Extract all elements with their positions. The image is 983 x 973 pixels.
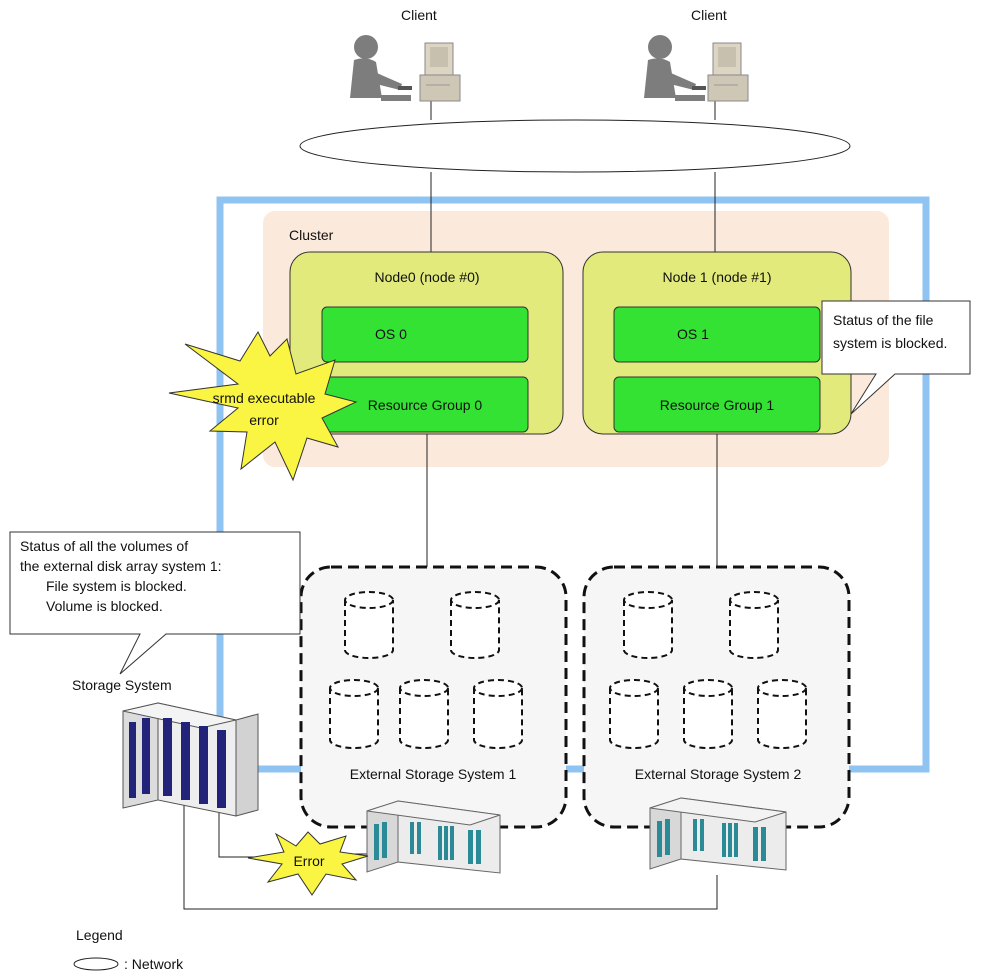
ext-callout-line-3: File system is blocked. [46, 578, 187, 594]
external-storage-1-label: External Storage System 1 [350, 766, 517, 782]
node-1-callout-line-2: system is blocked. [833, 335, 947, 351]
node-1-resource-group-label: Resource Group 1 [660, 397, 775, 413]
client-workstation-1 [350, 35, 461, 102]
ext-callout-line-2: the external disk array system 1: [20, 558, 222, 574]
node-1-callout-line-1: Status of the file [833, 312, 934, 328]
node-0-title: Node0 (node #0) [374, 269, 479, 285]
node-1-os [613, 306, 821, 363]
node-0-os-label: OS 0 [375, 326, 407, 342]
node-1-callout [821, 300, 971, 415]
srmd-error-line-2: error [249, 412, 279, 428]
node-0-resource-group-label: Resource Group 0 [368, 397, 483, 413]
client-2-label: Client [691, 7, 727, 23]
error-burst-label: Error [293, 853, 324, 869]
legend-title: Legend [76, 927, 123, 943]
node-0-os [321, 306, 529, 363]
storage-system-rack [122, 702, 259, 817]
cluster-label: Cluster [289, 227, 334, 243]
external-storage-callout [9, 531, 301, 675]
client-1-label: Client [401, 7, 437, 23]
ext-callout-line-1: Status of all the volumes of [20, 538, 188, 554]
volume-cylinders [329, 591, 807, 749]
system-frame [216, 196, 930, 773]
legend-network-label: : Network [124, 956, 184, 972]
srmd-error-line-1: srmd executable [213, 390, 316, 406]
external-array-2-hardware [649, 797, 787, 871]
error-burst [247, 831, 369, 896]
storage-system-label: Storage System [72, 677, 172, 693]
node-1-os-label: OS 1 [677, 326, 709, 342]
node-1-resource-group [613, 376, 821, 433]
ext-callout-line-4: Volume is blocked. [46, 598, 163, 614]
legend-network-icon [73, 957, 119, 971]
node-1-title: Node 1 (node #1) [663, 269, 772, 285]
client-workstation-2 [644, 35, 749, 102]
external-array-1-hardware [366, 800, 501, 874]
external-storage-2-label: External Storage System 2 [635, 766, 802, 782]
network-ellipse [299, 119, 851, 173]
srmd-error-burst [168, 330, 358, 482]
